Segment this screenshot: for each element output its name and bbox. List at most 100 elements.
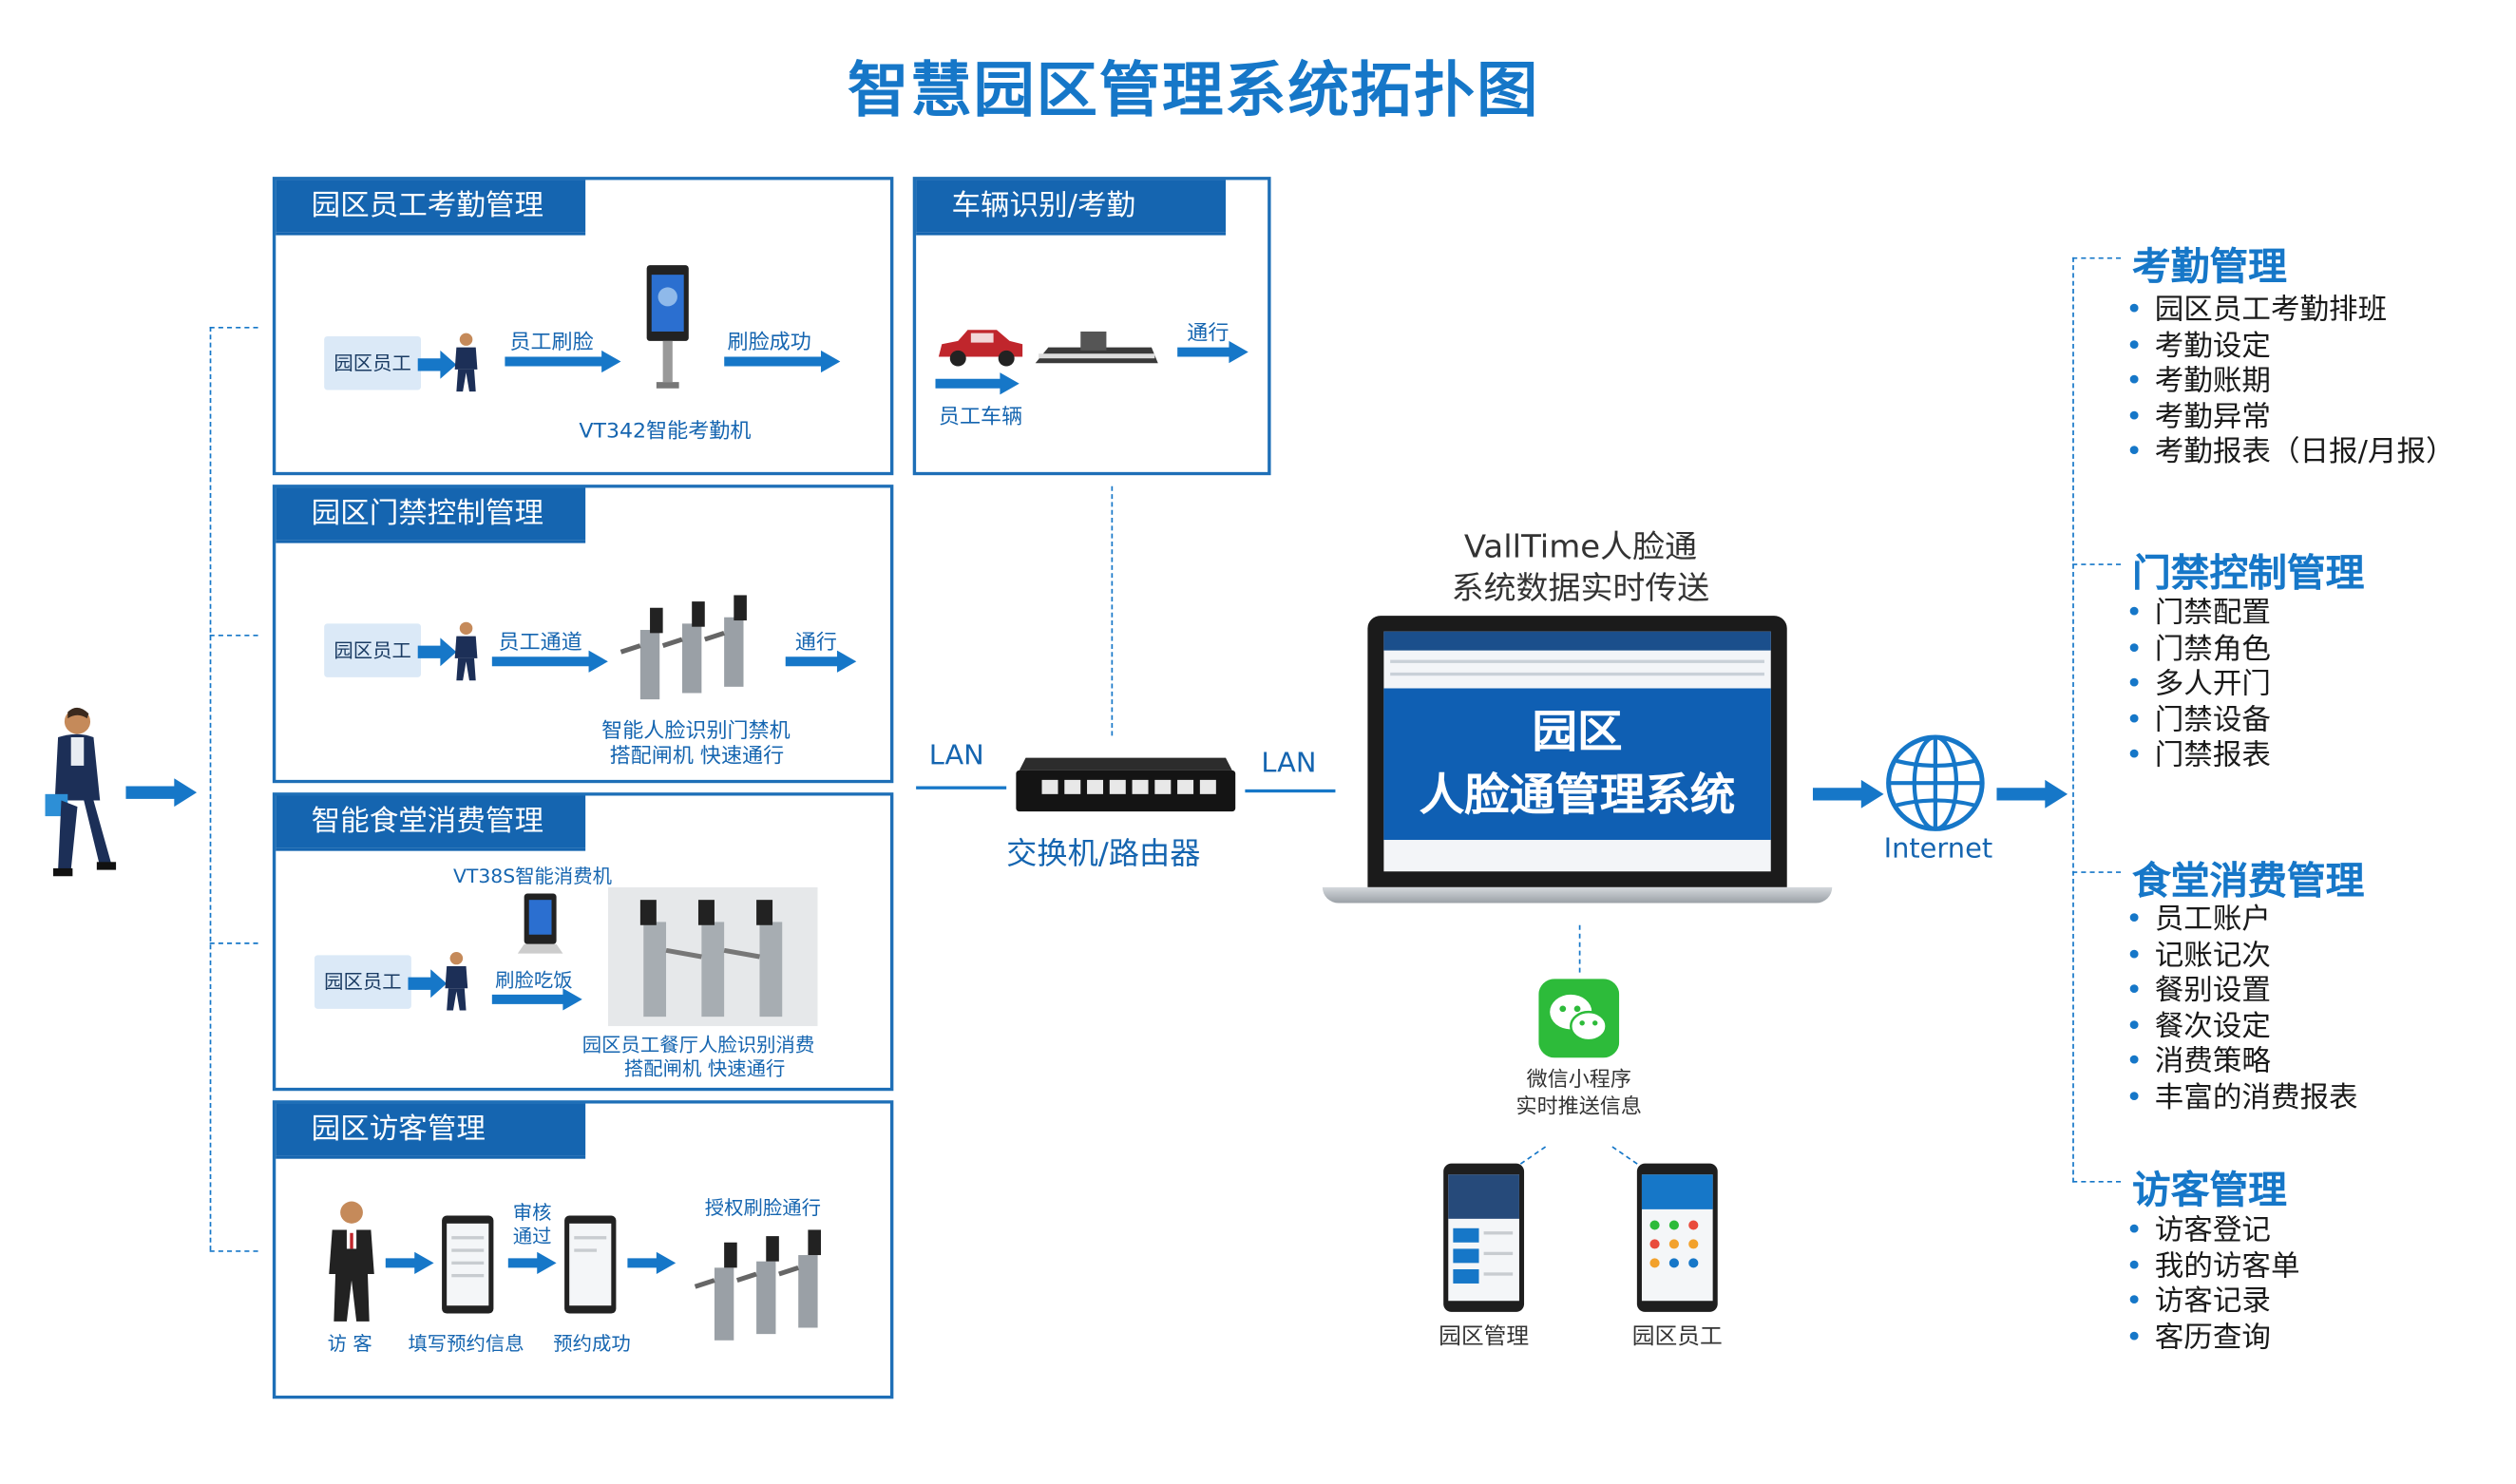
connector-line: [209, 1250, 258, 1252]
fill-label: 填写预约信息: [408, 1332, 524, 1355]
category-item: 园区员工考勤排班: [2125, 294, 2454, 330]
employee-tag: 园区员工: [314, 955, 411, 1009]
vehicle-label: 员工车辆: [938, 406, 1023, 429]
arrow-icon: [785, 650, 857, 673]
category-title: 考勤管理: [2131, 244, 2287, 290]
panel-title: 园区员工考勤管理: [276, 180, 586, 236]
category-item: 门禁角色: [2125, 633, 2271, 669]
wechat-label-2: 实时推送信息: [1515, 1095, 1642, 1120]
category-item: 访客记录: [2125, 1285, 2299, 1322]
sync-line-1: VallTime人脸通: [1463, 527, 1698, 565]
connector-line: [2072, 871, 2122, 873]
phone-employee-label: 园区员工: [1631, 1324, 1723, 1350]
arrow-icon: [505, 350, 621, 373]
category-item: 记账记次: [2125, 939, 2357, 975]
visitor-label: 访 客: [327, 1332, 372, 1355]
connector-line: [209, 326, 258, 329]
consumption-terminal-icon: [517, 893, 563, 954]
lan-link-left: [916, 786, 1007, 790]
attendance-panel: 园区员工考勤管理 园区员工 员工刷脸 刷脸成功 VT342智能考勤机: [272, 177, 894, 476]
category-title: 食堂消费管理: [2131, 858, 2365, 904]
attendance-terminal-icon: [646, 265, 689, 389]
category-list: 访客登记 我的访客单 访客记录 客历查询: [2125, 1214, 2300, 1357]
connector-line: [209, 635, 258, 637]
step-label: 员工刷脸: [509, 331, 594, 355]
category-item: 客历查询: [2125, 1321, 2299, 1357]
panel-title: 园区门禁控制管理: [276, 487, 586, 543]
turnstile-gates-icon: [619, 595, 747, 700]
panel-title: 车辆识别/考勤: [916, 180, 1227, 236]
employee-figure-icon: [454, 333, 478, 392]
category-item: 餐次设定: [2125, 1010, 2357, 1046]
step-label: 刷脸成功: [727, 331, 811, 355]
connector-line: [2072, 563, 2122, 565]
network-switch-icon: [1016, 757, 1236, 812]
category-item: 我的访客单: [2125, 1249, 2300, 1285]
app-row: [1390, 659, 1764, 663]
category-item: 考勤账期: [2125, 365, 2454, 401]
arrow-icon: [1177, 340, 1248, 364]
arrow-icon: [724, 350, 841, 373]
lan-left-label: LAN: [928, 740, 984, 772]
phone-admin-icon: [1443, 1163, 1525, 1312]
laptop-base: [1322, 886, 1833, 904]
arrow-icon: [491, 988, 582, 1011]
arrow-icon: [935, 372, 1020, 395]
wechat-label-1: 微信小程序: [1526, 1068, 1631, 1093]
pass-label: 通行: [1187, 321, 1229, 346]
connector-line: [2072, 257, 2122, 259]
category-item: 考勤报表（日报/月报）: [2125, 436, 2455, 472]
category-item: 门禁报表: [2125, 739, 2271, 775]
canteen-gates-photo: [607, 886, 818, 1027]
screen-title-2: 人脸通管理系统: [1419, 769, 1736, 822]
canteen-panel: 智能食堂消费管理 VT38S智能消费机 园区员工 刷脸吃饭 园区员工餐厅人脸识别…: [272, 792, 894, 1092]
arrow-icon: [417, 637, 457, 667]
category-item: 考勤设定: [2125, 330, 2454, 366]
phone-form-icon: [442, 1215, 494, 1314]
employee-figure-icon: [445, 952, 468, 1011]
desc-label: 园区员工餐厅人脸识别消费: [581, 1034, 815, 1056]
phone-admin-label: 园区管理: [1439, 1324, 1530, 1350]
visitor-gates-icon: [694, 1229, 821, 1341]
arrow-icon: [417, 350, 457, 379]
visitor-figure-icon: [329, 1201, 374, 1322]
step-label: 员工通道: [498, 631, 582, 656]
pass-label: 通行: [794, 631, 837, 656]
entry-arrow-icon: [125, 778, 198, 808]
employee-figure-icon: [454, 621, 478, 681]
visitor-panel: 园区访客管理 审核 通过 授权刷脸通行 访 客 填写预约信息 预约成功: [272, 1100, 894, 1399]
arrow-icon: [385, 1251, 434, 1274]
connector-bracket: [209, 326, 212, 1251]
arrow-icon: [491, 650, 608, 673]
arrow-icon: [627, 1251, 677, 1274]
category-list: 员工账户 记账记次 餐别设置 餐次设定 消费策略 丰富的消费报表: [2125, 903, 2358, 1116]
category-item: 访客登记: [2125, 1214, 2299, 1250]
wechat-icon: [1538, 979, 1620, 1058]
switch-label: 交换机/路由器: [1006, 836, 1201, 872]
phone-employee-icon: [1636, 1163, 1718, 1312]
category-item: 门禁配置: [2125, 597, 2271, 633]
barrier-gate-icon: [1035, 331, 1158, 364]
arrow-icon: [507, 1251, 557, 1274]
screen-title-1: 园区: [1532, 705, 1623, 758]
category-item: 多人开门: [2125, 668, 2271, 704]
arrow-icon: [1812, 779, 1884, 809]
access-control-panel: 园区门禁控制管理 园区员工 员工通道 通行 智能人脸识别门禁机 搭配闸机 快速通…: [272, 485, 894, 784]
lan-right-label: LAN: [1261, 748, 1317, 780]
vehicle-panel: 车辆识别/考勤 通行 员工车辆: [912, 177, 1271, 476]
globe-icon: [1886, 734, 1985, 831]
employee-tag: 园区员工: [324, 623, 422, 677]
connector-line: [2072, 1180, 2122, 1183]
device-label: 智能人脸识别门禁机: [601, 719, 791, 744]
connector-line: [1578, 924, 1581, 973]
internet-label: Internet: [1883, 833, 1993, 866]
category-list: 门禁配置 门禁角色 多人开门 门禁设备 门禁报表: [2125, 597, 2271, 775]
screen-banner: [1383, 688, 1771, 841]
auth-label: 授权刷脸通行: [704, 1196, 822, 1219]
panel-title: 园区访客管理: [276, 1103, 586, 1159]
right-bracket: [2072, 257, 2074, 1183]
walking-person-icon: [45, 707, 117, 877]
app-toolbar: [1383, 631, 1771, 651]
phone-success-icon: [564, 1215, 617, 1314]
success-label: 预约成功: [553, 1332, 631, 1355]
